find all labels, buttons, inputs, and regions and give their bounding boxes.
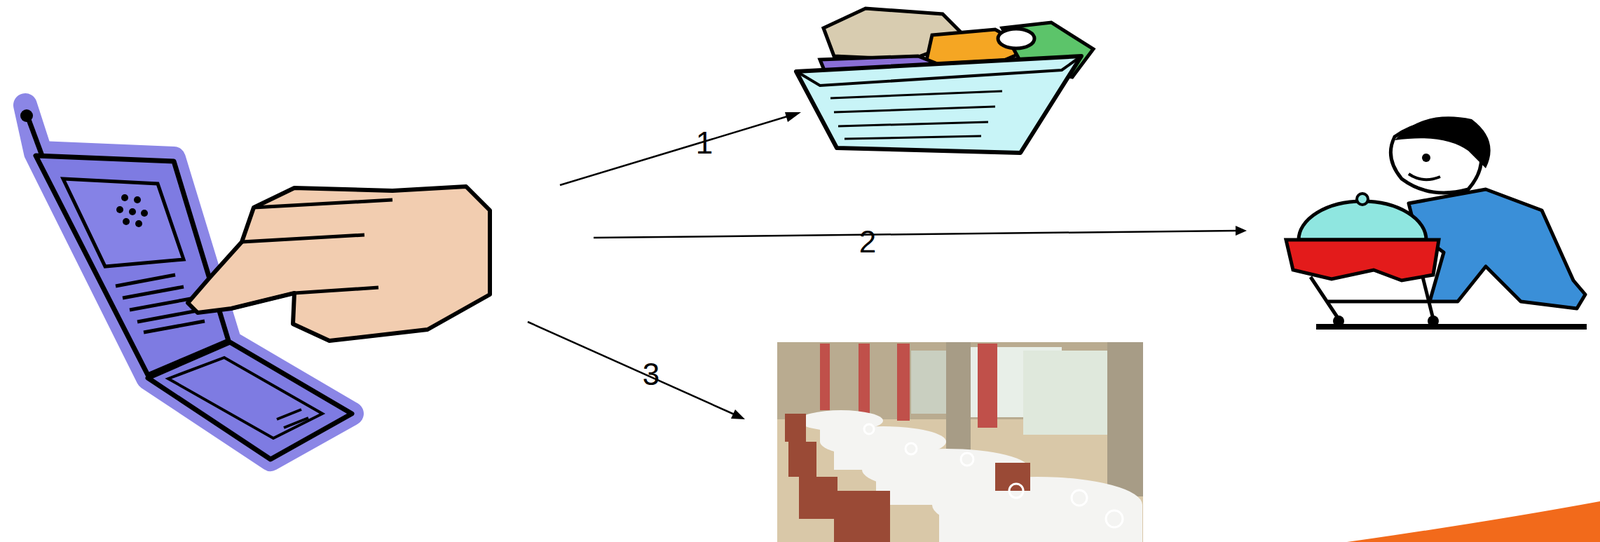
collar bbox=[997, 28, 1035, 49]
glasses bbox=[864, 424, 1123, 528]
pointing-hand bbox=[187, 186, 490, 341]
cart-frame bbox=[1310, 276, 1434, 319]
cart-cloth bbox=[1286, 239, 1439, 281]
phone-flip bbox=[147, 342, 352, 460]
basket-tub bbox=[796, 56, 1082, 153]
earpiece-dots bbox=[116, 194, 148, 228]
waiter-eye bbox=[1421, 153, 1431, 162]
arrow-line bbox=[527, 321, 736, 415]
hand-shape bbox=[187, 186, 490, 341]
waiter-hair bbox=[1394, 116, 1491, 169]
arrow-head bbox=[730, 409, 745, 420]
callout-number: 1 bbox=[695, 127, 713, 159]
phone-antenna bbox=[28, 117, 43, 156]
callout-number: 3 bbox=[642, 358, 660, 390]
laundry-basket bbox=[796, 8, 1094, 153]
arrow-head bbox=[784, 112, 802, 122]
waiter-smile bbox=[1408, 173, 1441, 180]
ground-shadow bbox=[1316, 323, 1587, 330]
corner-swoosh bbox=[1346, 501, 1600, 542]
arrow-line bbox=[593, 230, 1237, 238]
arrow-heads bbox=[730, 112, 1247, 420]
basket-rim bbox=[798, 56, 1082, 86]
restaurant-photo bbox=[777, 342, 1144, 542]
flip-mark bbox=[283, 417, 309, 428]
arrow-lines bbox=[527, 114, 1237, 415]
room-service-waiter bbox=[1286, 116, 1587, 327]
window bbox=[1023, 350, 1108, 435]
cart-wheel bbox=[1427, 315, 1439, 327]
flip-mark bbox=[276, 409, 302, 420]
arrow-head bbox=[1235, 225, 1247, 236]
arrow-line bbox=[559, 114, 792, 186]
finger-lines bbox=[231, 199, 393, 309]
cart-wheel bbox=[1332, 315, 1345, 327]
dome-knob bbox=[1356, 193, 1369, 205]
basket-lines bbox=[830, 91, 1003, 139]
flip-panel bbox=[168, 357, 323, 439]
tables bbox=[798, 409, 1143, 542]
food-dome bbox=[1298, 201, 1427, 240]
phone-body bbox=[35, 155, 229, 375]
callout-number: 2 bbox=[859, 226, 877, 258]
photo-wall bbox=[777, 342, 1144, 542]
chairs bbox=[784, 413, 1031, 542]
antenna-tip bbox=[20, 109, 33, 122]
phone-face bbox=[63, 178, 184, 267]
